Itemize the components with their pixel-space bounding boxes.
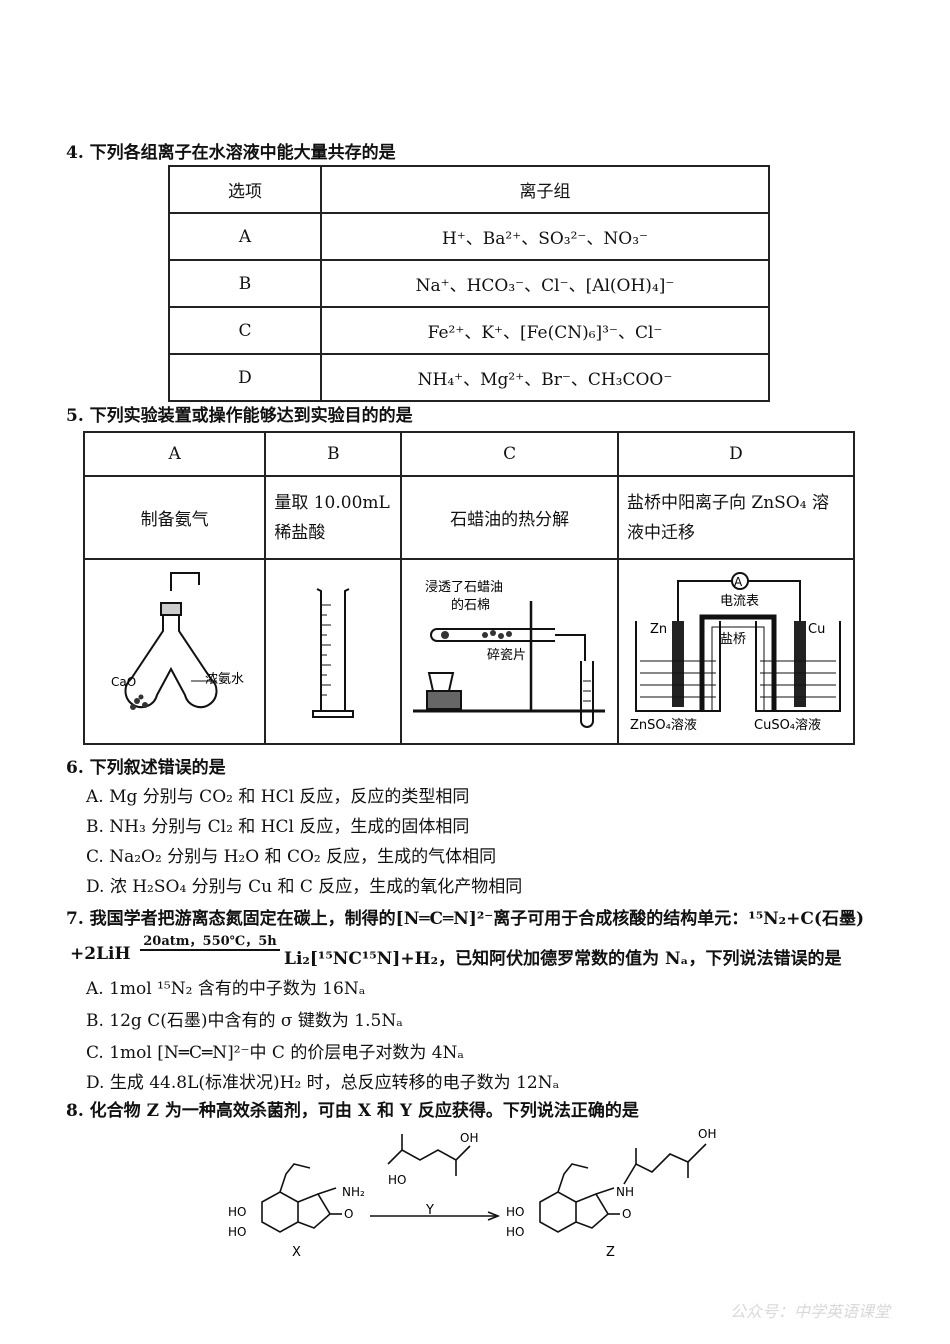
q7-stem-post: Li₂[¹⁵NC¹⁵N]+H₂，已知阿伏加德罗常数的值为 Nₐ，下列说法错误的是 — [284, 949, 842, 969]
q5-figure-c: 浸透了石蜡油 的石棉 碎瓷片 — [400, 558, 619, 745]
cuso4-label: CuSO₄溶液 — [754, 718, 821, 733]
q5-purpose-d: 盐桥中阳离子向 ZnSO₄ 溶液中迁移 — [617, 475, 855, 560]
label-y: Y — [425, 1203, 434, 1218]
q7-option-c: C. 1mol [N═C═N]²⁻中 C 的价层电子对数为 4Nₐ — [86, 1043, 464, 1063]
cao-label: CaO — [111, 675, 136, 689]
label-z: Z — [606, 1245, 615, 1260]
watermark: 公众号：中学英语课堂 — [729, 1302, 890, 1321]
zn-label: Zn — [650, 622, 667, 637]
q8-reaction-scheme: NH₂ O HO HO X HO OH Y HO HO NH O OH Z — [228, 1127, 716, 1260]
q4-option: A — [168, 212, 322, 261]
q6-option-d: D. 浓 H₂SO₄ 分别与 Cu 和 C 反应，生成的氧化产物相同 — [86, 877, 523, 897]
y-tube-figure: CaO 浓氨水 — [111, 572, 244, 710]
q5-stem: 5. 下列实验装置或操作能够达到实验目的的是 — [66, 406, 413, 426]
q4-stem: 4. 下列各组离子在水溶液中能大量共存的是 — [66, 143, 396, 163]
znso4-label: ZnSO₄溶液 — [630, 718, 697, 733]
galvanic-cell-figure: A 电流表 Zn Cu 盐桥 ZnSO₄溶液 CuSO₄溶液 — [630, 572, 841, 733]
asbestos-label-2: 的石棉 — [451, 597, 490, 613]
q6-option-a: A. Mg 分别与 CO₂ 和 HCl 反应，反应的类型相同 — [86, 787, 470, 807]
x-carbonyl-o: O — [344, 1207, 353, 1221]
measuring-cylinder-figure — [312, 588, 355, 718]
q4-ions: Fe²⁺、K⁺、[Fe(CN)₆]³⁻、Cl⁻ — [320, 306, 770, 355]
q7-option-a: A. 1mol ¹⁵N₂ 含有的中子数为 16Nₐ — [86, 979, 366, 999]
q4-option: C — [168, 306, 322, 355]
q4-header-option: 选项 — [168, 165, 322, 214]
nh2-label: NH₂ — [342, 1185, 365, 1199]
q5-col-d: D — [617, 431, 855, 477]
q5-purpose-a: 制备氨气 — [82, 475, 267, 560]
q5-figure-a: CaO 浓氨水 — [82, 558, 267, 745]
q6-option-b: B. NH₃ 分别与 Cl₂ 和 HCl 反应，生成的固体相同 — [86, 817, 470, 837]
q5-figure-b — [264, 558, 403, 745]
table-row: C Fe²⁺、K⁺、[Fe(CN)₆]³⁻、Cl⁻ — [168, 306, 770, 355]
q7-conditions: 20atm，550℃，5h — [140, 930, 280, 951]
y-ho: HO — [388, 1173, 406, 1187]
q4-option: D — [168, 353, 322, 402]
salt-bridge-label: 盐桥 — [720, 632, 746, 647]
q7-stem-line1: 7. 我国学者把游离态氮固定在碳上，制得的[N═C═N]²⁻离子可用于合成核酸的… — [66, 909, 864, 929]
ammeter-label: 电流表 — [720, 594, 759, 609]
q5-table: A B C D 制备氨气 量取 10.00mL 稀盐酸 石蜡油的热分解 盐桥中阳… — [82, 431, 855, 745]
q7-option-d: D. 生成 44.8L(标准状况)H₂ 时，总反应转移的电子数为 12Nₐ — [86, 1073, 560, 1093]
table-row: D NH₄⁺、Mg²⁺、Br⁻、CH₃COO⁻ — [168, 353, 770, 402]
q4-ions: NH₄⁺、Mg²⁺、Br⁻、CH₃COO⁻ — [320, 353, 770, 402]
z-ho-1: HO — [506, 1205, 524, 1219]
z-ho-2: HO — [506, 1225, 524, 1239]
q4-table: 选项 离子组 A H⁺、Ba²⁺、SO₃²⁻、NO₃⁻ B Na⁺、HCO₃⁻、… — [168, 165, 770, 402]
q6-option-c: C. Na₂O₂ 分别与 H₂O 和 CO₂ 反应，生成的气体相同 — [86, 847, 497, 867]
nh-label: NH — [616, 1185, 634, 1199]
q4-header-ions: 离子组 — [320, 165, 770, 214]
q5-purpose-b: 量取 10.00mL 稀盐酸 — [264, 475, 403, 560]
x-ho-2: HO — [228, 1225, 246, 1239]
q5-col-c: C — [400, 431, 619, 477]
paraffin-cracking-figure: 浸透了石蜡油 的石棉 碎瓷片 — [412, 580, 605, 728]
ammonia-label: 浓氨水 — [205, 672, 244, 687]
table-row: B Na⁺、HCO₃⁻、Cl⁻、[Al(OH)₄]⁻ — [168, 259, 770, 308]
q4-ions: H⁺、Ba²⁺、SO₃²⁻、NO₃⁻ — [320, 212, 770, 261]
q5-figure-d: A 电流表 Zn Cu 盐桥 ZnSO₄溶液 CuSO₄溶液 — [617, 558, 855, 745]
q8-stem: 8. 化合物 Z 为一种高效杀菌剂，可由 X 和 Y 反应获得。下列说法正确的是 — [66, 1101, 639, 1121]
x-ho-1: HO — [228, 1205, 246, 1219]
ammeter-icon: A — [734, 575, 743, 589]
z-oh: OH — [698, 1127, 716, 1141]
q4-ions: Na⁺、HCO₃⁻、Cl⁻、[Al(OH)₄]⁻ — [320, 259, 770, 308]
q7-option-b: B. 12g C(石墨)中含有的 σ 键数为 1.5Nₐ — [86, 1011, 403, 1031]
q5-col-b: B — [264, 431, 403, 477]
y-oh: OH — [460, 1131, 478, 1145]
table-row: A H⁺、Ba²⁺、SO₃²⁻、NO₃⁻ — [168, 212, 770, 261]
q4-option: B — [168, 259, 322, 308]
q7-stem-pre: +2LiH — [70, 944, 131, 964]
z-carbonyl-o: O — [622, 1207, 631, 1221]
asbestos-label-1: 浸透了石蜡油 — [425, 580, 503, 595]
q5-col-a: A — [82, 431, 267, 477]
cu-label: Cu — [808, 622, 825, 637]
porcelain-label: 碎瓷片 — [487, 648, 526, 663]
label-x: X — [292, 1245, 301, 1260]
q6-stem: 6. 下列叙述错误的是 — [66, 758, 226, 778]
q5-purpose-c: 石蜡油的热分解 — [400, 475, 619, 560]
